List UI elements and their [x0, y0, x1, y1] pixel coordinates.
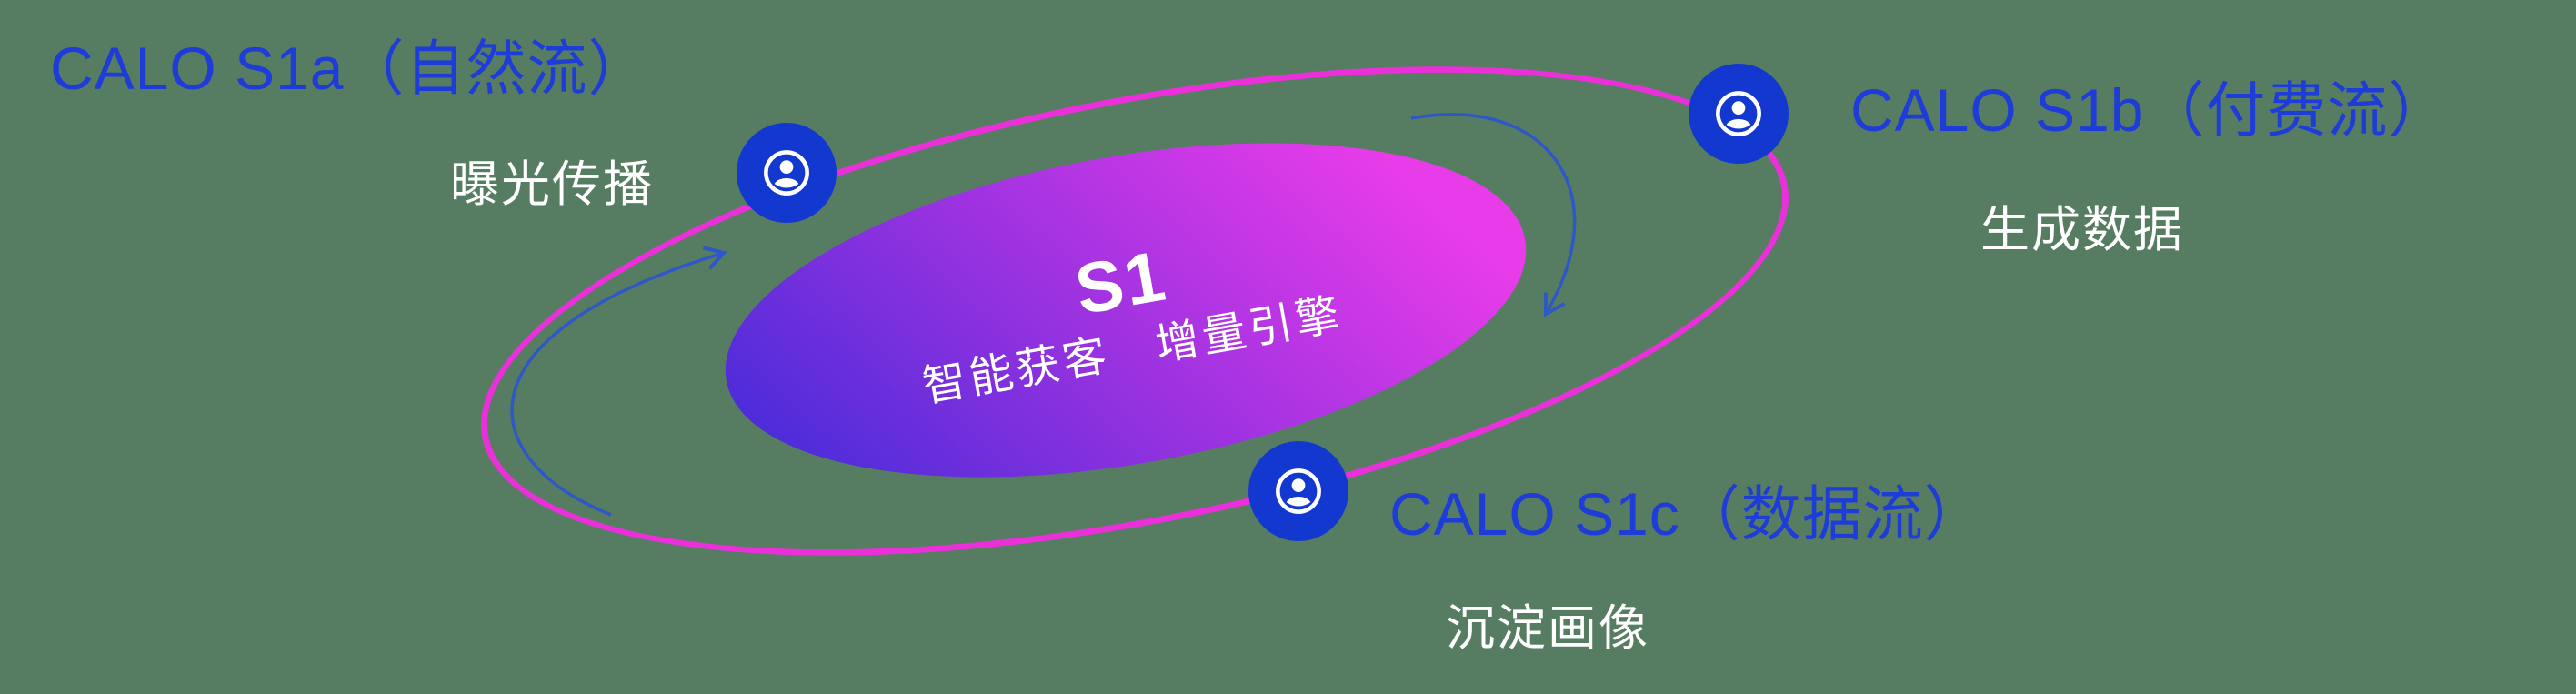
user-badge-s1b [1689, 64, 1789, 164]
node-title-s1c: CALO S1c（数据流） [1389, 480, 1985, 548]
user-icon [764, 150, 809, 196]
user-badge-s1c [1248, 441, 1348, 541]
node-subtitle-s1c: 沉淀画像 [1446, 601, 1649, 656]
center-title: S1 [1069, 235, 1173, 330]
user-icon [1716, 91, 1761, 136]
user-icon [1276, 468, 1321, 514]
node-title-s1a: CALO S1a（自然流） [50, 35, 649, 102]
node-subtitle-s1a: 曝光传播 [450, 157, 654, 212]
node-title-s1b: CALO S1b（付费流） [1850, 76, 2450, 144]
user-badge-s1a [737, 123, 837, 223]
node-subtitle-s1b: 生成数据 [1980, 203, 2184, 257]
